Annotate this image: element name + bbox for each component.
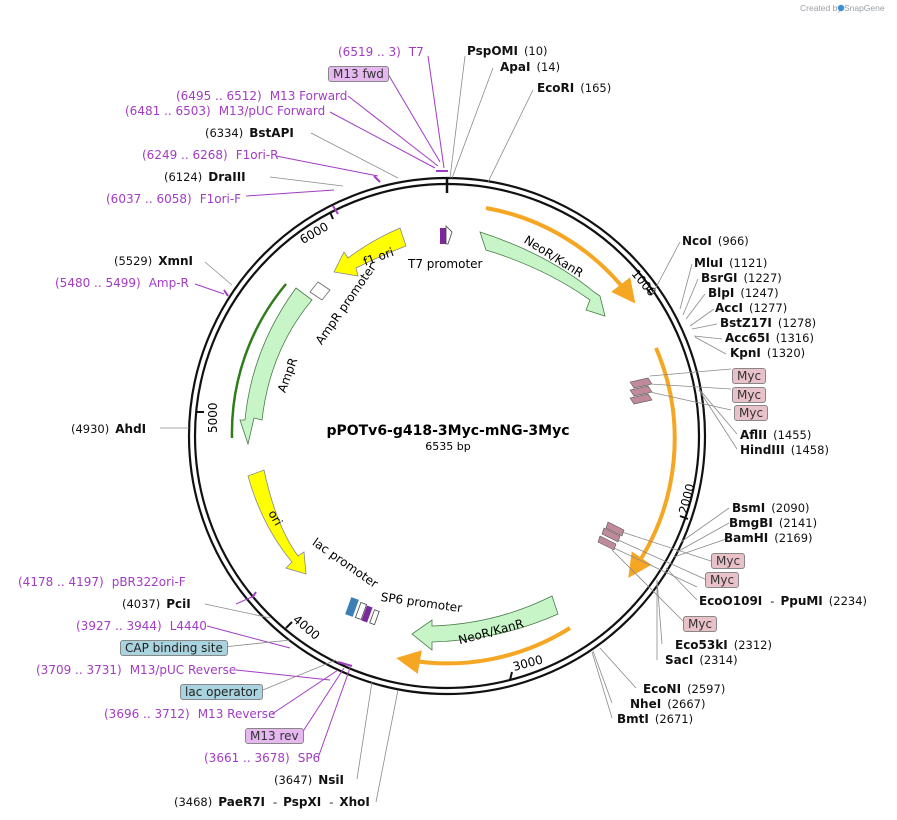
myc-box-5[interactable]: Myc	[705, 572, 740, 588]
primer-m13-reverse[interactable]: (3696 .. 3712)M13 Reverse	[104, 707, 276, 721]
site-blpi[interactable]: BlpI(1247)	[708, 286, 779, 300]
site-hindiii[interactable]: HindIII(1458)	[740, 443, 829, 457]
site-apai[interactable]: ApaI(14)	[500, 60, 561, 74]
primer-m13-forward[interactable]: (6495 .. 6512)M13 Forward	[176, 89, 348, 103]
site-acc65i[interactable]: Acc65I(1316)	[725, 331, 814, 345]
primer-l4440[interactable]: (3927 .. 3944)L4440	[76, 619, 207, 633]
plasmid-name: pPOTv6-g418-3Myc-mNG-3Myc	[326, 423, 569, 439]
svg-text:ori: ori	[265, 508, 285, 529]
primer-m13-rev-box[interactable]: M13 rev	[245, 728, 304, 744]
primer-f1ori-r[interactable]: (6249 .. 6268)F1ori-R	[142, 148, 279, 162]
svg-text:T7 promoter: T7 promoter	[407, 257, 483, 271]
t7-promoter-feature[interactable]: T7 promoter	[407, 225, 483, 271]
lac-operator-feature[interactable]	[345, 597, 380, 626]
svg-text:SP6 promoter: SP6 promoter	[380, 590, 463, 615]
primer-amp-r[interactable]: (5480 .. 5499)Amp-R	[55, 276, 189, 290]
myc-features-2[interactable]	[597, 521, 625, 551]
site-bmgbi[interactable]: BmgBI(2141)	[729, 516, 818, 530]
primer-t7[interactable]: (6519 .. 3)T7	[338, 45, 424, 59]
primer-m13-puc-reverse[interactable]: (3709 .. 3731)M13/pUC Reverse	[36, 663, 237, 677]
site-pcii[interactable]: (4037)PciI	[122, 597, 191, 611]
ampr-feature[interactable]: AmpR	[239, 287, 313, 446]
primer-sp6[interactable]: (3661 .. 3678)SP6	[204, 751, 321, 765]
orf-arc-2	[628, 347, 677, 578]
myc-box-1[interactable]: Myc	[732, 368, 767, 384]
tick-2000: 2000	[676, 482, 697, 520]
svg-text:AmpR: AmpR	[275, 356, 300, 394]
plasmid-size: 6535 bp	[425, 440, 470, 453]
sp6-promoter-label: SP6 promoter	[380, 590, 463, 615]
svg-text:5000: 5000	[206, 402, 220, 433]
site-saci[interactable]: SacI(2314)	[665, 653, 738, 667]
site-xmni[interactable]: (5529)XmnI	[114, 254, 194, 268]
site-bamhi[interactable]: BamHI(2169)	[724, 531, 813, 545]
site-ahdi[interactable]: (4930)AhdI	[71, 422, 147, 436]
lac-promoter-label: lac promoter	[310, 535, 381, 591]
site-bmti[interactable]: BmtI(2671)	[617, 712, 694, 726]
orf-arc-3	[396, 626, 572, 674]
myc-features-1[interactable]	[629, 377, 653, 405]
primer-lines	[194, 55, 448, 759]
cap-binding-site-box[interactable]: CAP binding site	[120, 640, 228, 656]
primer-f1ori-f[interactable]: (6037 .. 6058)F1ori-F	[106, 192, 242, 206]
orf-arc-1	[485, 206, 636, 304]
site-aflii[interactable]: AflII(1455)	[740, 428, 812, 442]
site-bsmi[interactable]: BsmI(2090)	[732, 501, 810, 515]
site-acci[interactable]: AccI(1277)	[715, 301, 788, 315]
myc-box-6[interactable]: Myc	[683, 616, 718, 632]
primer-m13-puc-forward[interactable]: (6481 .. 6503)M13/pUC Forward	[125, 104, 326, 118]
lac-operator-box[interactable]: lac operator	[180, 684, 263, 700]
site-bsrgi[interactable]: BsrGI(1227)	[701, 271, 782, 285]
site-ncoi[interactable]: NcoI(966)	[682, 234, 749, 248]
site-bstapi[interactable]: (6334)BstAPI	[205, 126, 294, 140]
svg-text:lac promoter: lac promoter	[310, 535, 381, 591]
myc-box-4[interactable]: Myc	[711, 553, 746, 569]
site-ecori[interactable]: EcoRI(165)	[537, 81, 612, 95]
site-eco0109i[interactable]: EcoO109I-PpuMI(2234)	[699, 594, 868, 608]
site-bstz17i[interactable]: BstZ17I(1278)	[720, 316, 817, 330]
site-eco53ki[interactable]: Eco53kI(2312)	[675, 638, 772, 652]
site-nsii[interactable]: (3647)NsiI	[274, 773, 345, 787]
tick-5000: 5000	[196, 402, 220, 433]
site-econi[interactable]: EcoNI(2597)	[643, 682, 726, 696]
myc-box-3[interactable]: Myc	[734, 405, 769, 421]
myc-box-2[interactable]: Myc	[732, 387, 767, 403]
leader-lines	[160, 55, 738, 803]
site-pspomi[interactable]: PspOMI(10)	[467, 44, 548, 58]
snapgene-logo-icon	[837, 4, 845, 12]
tick-4000: 4000	[285, 612, 323, 643]
primer-m13-fwd-box[interactable]: M13 fwd	[328, 66, 389, 82]
site-nhei[interactable]: NheI(2667)	[630, 697, 706, 711]
site-kpni[interactable]: KpnI(1320)	[730, 346, 806, 360]
ori-feature[interactable]: ori	[247, 469, 307, 575]
site-draiii[interactable]: (6124)DraIII	[164, 170, 246, 184]
ampr-orf-arc	[230, 283, 287, 439]
site-mlui[interactable]: MluI(1121)	[694, 256, 768, 270]
primer-pbr322ori-f[interactable]: (4178 .. 4197)pBR322ori-F	[18, 575, 186, 589]
site-paer7i[interactable]: (3468)PaeR7I-PspXI-XhoI	[174, 795, 370, 809]
neor-kanr-feature-1[interactable]: NeoR/KanR	[479, 231, 606, 317]
